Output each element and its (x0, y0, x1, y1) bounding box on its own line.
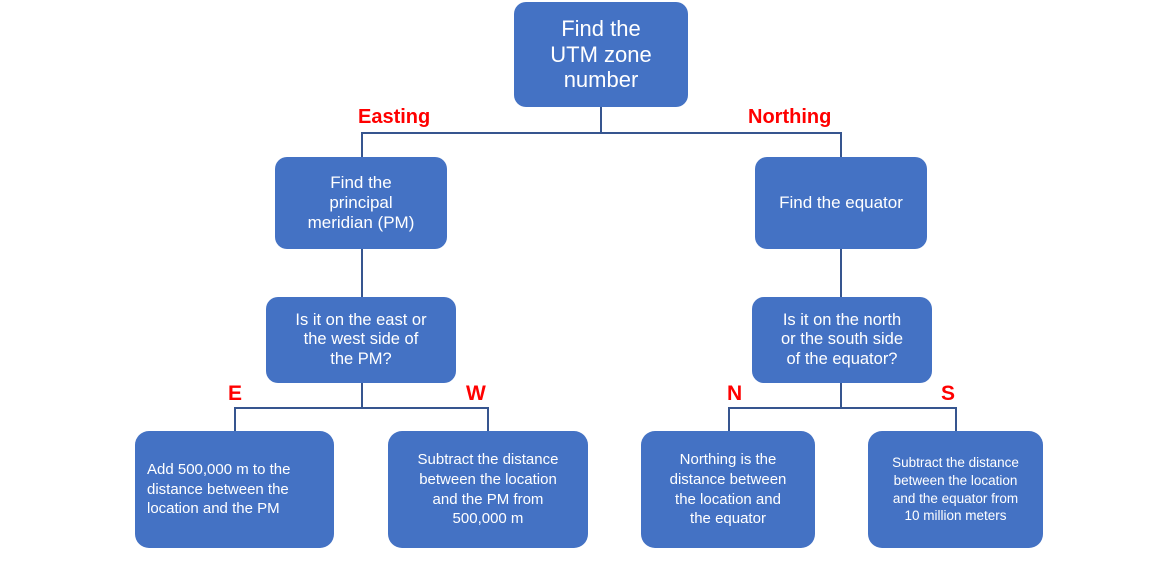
connector-equator-to-question (840, 249, 842, 298)
node-find-equator[interactable]: Find the equator (755, 157, 927, 249)
connector-question-ns-stem (840, 383, 842, 408)
node-question-east-or-west[interactable]: Is it on the east or the west side of th… (266, 297, 456, 383)
branch-label-east: E (228, 382, 243, 405)
node-result-west[interactable]: Subtract the distance between the locati… (388, 431, 588, 548)
connector-question-ew-stem (361, 383, 363, 408)
node-find-principal-meridian[interactable]: Find the principal meridian (PM) (275, 157, 447, 249)
branch-label-south: S (941, 382, 956, 405)
connector-question-ns-horizontal (728, 407, 956, 409)
connector-root-horizontal (361, 132, 841, 134)
node-result-north[interactable]: Northing is the distance between the loc… (641, 431, 815, 548)
connector-to-leaf-north (728, 407, 730, 432)
connector-to-leaf-west (487, 407, 489, 432)
node-question-north-or-south[interactable]: Is it on the north or the south side of … (752, 297, 932, 383)
branch-label-northing: Northing (748, 106, 832, 128)
node-result-south[interactable]: Subtract the distance between the locati… (868, 431, 1043, 548)
connector-to-leaf-south (955, 407, 957, 432)
branch-label-west: W (466, 382, 486, 405)
connector-to-pm (361, 132, 363, 158)
node-find-utm-zone-number[interactable]: Find the UTM zone number (514, 2, 688, 107)
branch-label-easting: Easting (358, 106, 431, 128)
connector-root-stem (600, 107, 602, 133)
connector-pm-to-question (361, 249, 363, 298)
connector-question-ew-horizontal (234, 407, 488, 409)
connector-to-leaf-east (234, 407, 236, 432)
node-result-east[interactable]: Add 500,000 m to the distance between th… (135, 431, 334, 548)
connector-to-equator (840, 132, 842, 158)
branch-label-north: N (727, 382, 743, 405)
